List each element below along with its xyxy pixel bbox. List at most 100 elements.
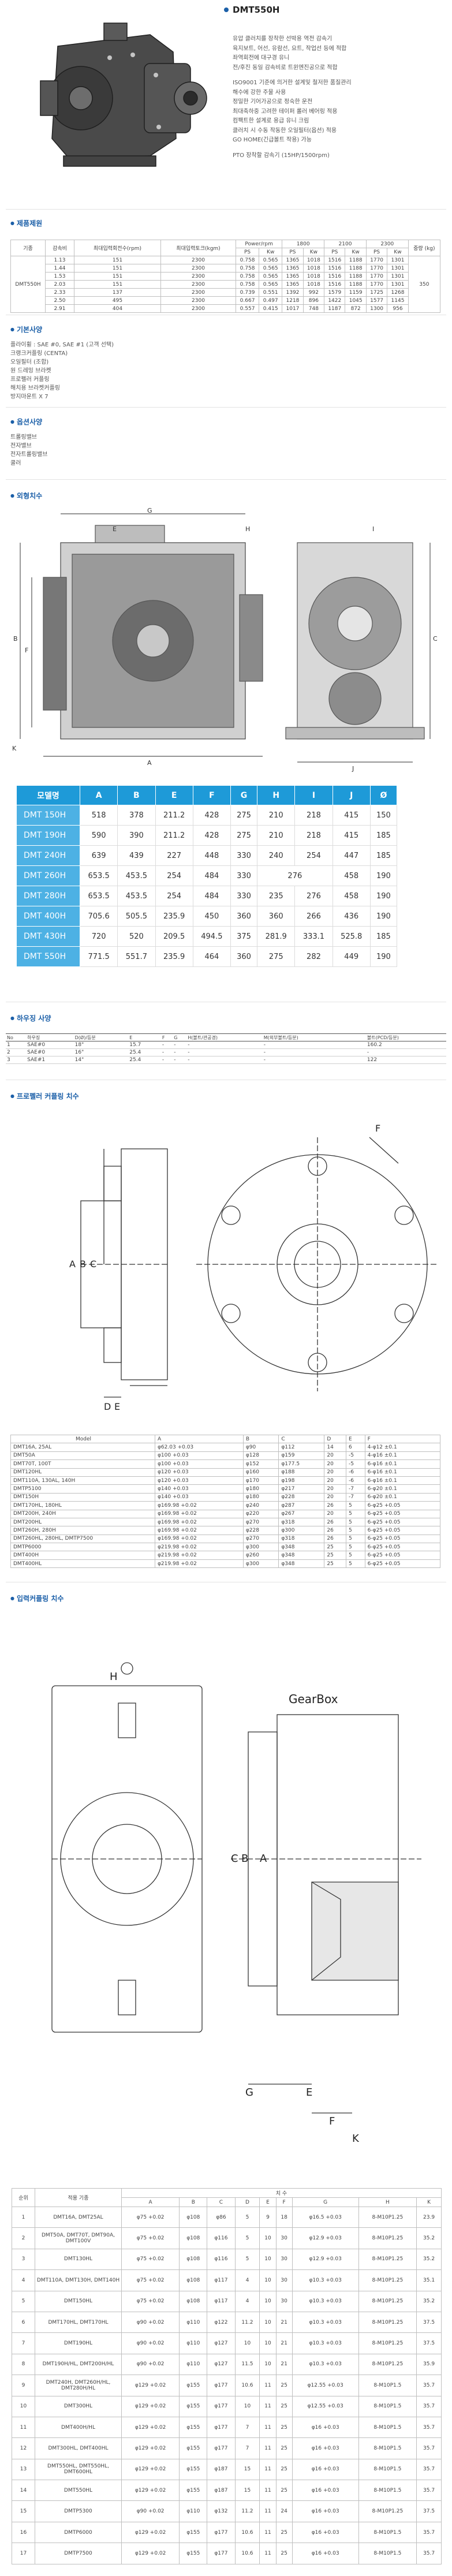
- prop-cell: 6-φ16 ±0.1: [364, 1476, 441, 1485]
- option-item: 쿨러: [10, 460, 21, 466]
- prop-cell: 20: [324, 1484, 347, 1494]
- dim-header-cell: 모델명: [16, 785, 80, 805]
- prop-header-cell: B: [242, 1434, 279, 1444]
- prop-cell: DMT110A, 130AL, 140H: [10, 1476, 155, 1485]
- dim-cell: 185: [369, 825, 398, 846]
- prop-cell: 6-φ16 ±0.1: [364, 1459, 441, 1469]
- dim-cell: 360: [230, 946, 258, 967]
- input-cell: φ75 +0.02: [121, 2269, 180, 2291]
- input-cell: 5: [234, 2248, 260, 2271]
- spec-cell: 1516: [324, 272, 346, 281]
- dim-cell: 505.5: [117, 906, 156, 927]
- input-cell: 4: [234, 2269, 260, 2291]
- input-cell: 8-M10P1.5: [358, 2458, 417, 2481]
- dim-label: J: [352, 765, 354, 772]
- spec-cell: 1725: [365, 288, 388, 297]
- feature-item: 좌역회전에 대구경 유니: [233, 55, 290, 61]
- input-cell: φ177: [207, 2395, 236, 2417]
- dim-label: H: [245, 525, 250, 533]
- housing-cell: -: [160, 1056, 173, 1064]
- input-cell: φ12.9 +0.03: [292, 2227, 359, 2249]
- input-cell: DMT130HL: [35, 2248, 122, 2271]
- input-cell: φ12.55 +0.03: [292, 2375, 359, 2396]
- input-sub-header: E: [259, 2197, 277, 2207]
- input-cell: 10: [234, 2332, 260, 2354]
- prop-cell: φ140 +0.03: [155, 1492, 244, 1502]
- feature-item: 해수에 강한 주물 사용: [233, 89, 286, 96]
- input-cell: 35.7: [416, 2416, 442, 2439]
- input-cell: DMTP5300: [35, 2500, 122, 2522]
- input-sub-header: B: [179, 2197, 208, 2207]
- dim-cell: 428: [192, 825, 231, 846]
- input-cell: 25: [275, 2375, 293, 2396]
- prop-cell: 20: [324, 1492, 347, 1502]
- prop-cell: φ62.03 +0.03: [155, 1443, 244, 1452]
- prop-cell: 26: [324, 1501, 347, 1510]
- dim-cell: 590: [79, 825, 118, 846]
- input-cell: 30: [275, 2290, 293, 2312]
- housing-cell: [349, 1048, 356, 1056]
- dim-cell: 720: [79, 926, 118, 947]
- spec-cell: 1770: [365, 272, 388, 281]
- input-cell: 10: [259, 2290, 277, 2312]
- spec-cell: 2300: [160, 288, 236, 297]
- input-cell: φ86: [207, 2206, 236, 2228]
- input-cell: DMT16A, DMT25AL: [35, 2206, 122, 2228]
- prop-cell: DMT70T, 100T: [10, 1459, 155, 1469]
- prop-cell: 6-φ25 +0.05: [364, 1534, 441, 1544]
- housing-cell: 1: [6, 1041, 27, 1049]
- input-cell: φ177: [207, 2416, 236, 2439]
- input-cell: DMT190H/HL, DMT200H/HL: [35, 2353, 122, 2376]
- input-cell: 11: [259, 2416, 277, 2439]
- input-cell: φ129 +0.02: [121, 2543, 180, 2564]
- prop-cell: φ140 +0.03: [155, 1484, 244, 1494]
- housing-cell: 3: [6, 1056, 27, 1064]
- prop-cell: φ152: [242, 1459, 279, 1469]
- dim-cell: 282: [294, 946, 333, 967]
- prop-cell: 20: [324, 1476, 347, 1485]
- dim-cell: 235: [257, 886, 296, 906]
- input-cell: DMT190HL: [35, 2332, 122, 2354]
- prop-cell: 6-φ25 +0.05: [364, 1559, 441, 1569]
- prop-cell: 25: [324, 1551, 347, 1560]
- prop-cell: DMT200H, 240H: [10, 1509, 155, 1518]
- housing-cell: [355, 1056, 361, 1064]
- dim-model-cell: DMT 190H: [16, 825, 80, 846]
- dim-cell: 276: [294, 886, 333, 906]
- prop-cell: φ217: [278, 1484, 325, 1494]
- spec-cell: 0.557: [235, 304, 260, 313]
- prop-header-cell: A: [155, 1434, 244, 1444]
- prop-cell: DMT400HL: [10, 1559, 155, 1569]
- spec-cell: 1365: [282, 264, 304, 272]
- input-sub-header: F: [275, 2197, 293, 2207]
- dim-cell: 190: [369, 886, 398, 906]
- dim-model-cell: DMT 260H: [16, 865, 80, 886]
- dim-label: I: [372, 525, 374, 533]
- feature-item: 전/후진 동일 감속비로 트윈엔진공으로 적합: [233, 64, 338, 71]
- prop-cell: 5: [346, 1551, 365, 1560]
- input-cell: 8-M10P1.25: [358, 2290, 417, 2312]
- prop-cell: 25: [324, 1559, 347, 1569]
- input-cell: φ129 +0.02: [121, 2521, 180, 2544]
- dim-header-cell: Ø: [369, 785, 398, 805]
- dim-cell: 390: [117, 825, 156, 846]
- feature-item: 유압 클러치를 장착한 선박용 역전 감속기: [233, 36, 333, 42]
- input-cell: 25: [275, 2395, 293, 2417]
- dim-cell: 360: [257, 906, 296, 927]
- prop-cell: φ270: [242, 1534, 279, 1544]
- input-cell: 11.5: [234, 2353, 260, 2376]
- option-item: 트롤링밸브: [10, 434, 37, 440]
- prop-cell: -5: [346, 1459, 365, 1469]
- input-cell: 25: [275, 2543, 293, 2564]
